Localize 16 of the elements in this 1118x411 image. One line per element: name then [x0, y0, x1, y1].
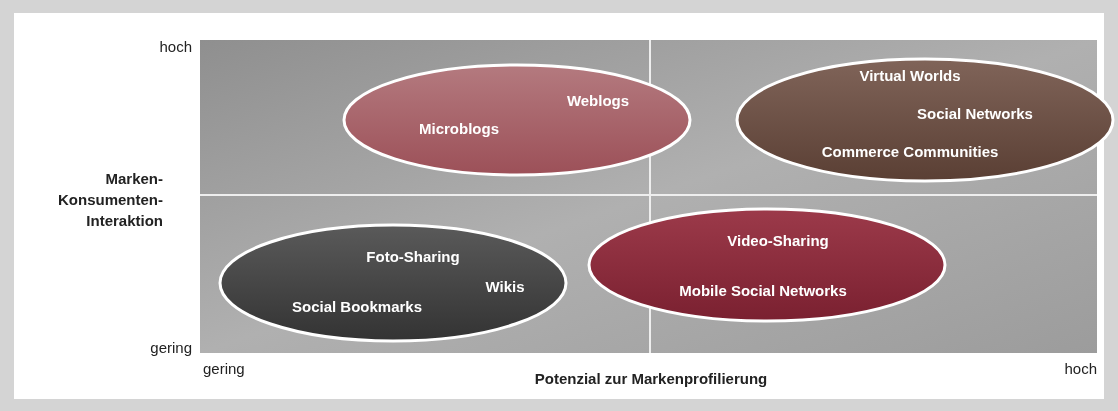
category-label: Social Networks — [917, 104, 1033, 122]
category-label: Weblogs — [566, 91, 630, 109]
category-label: Foto-Sharing — [366, 247, 460, 265]
category-label: Microblogs — [419, 119, 499, 137]
axis-title: Marken- Konsumenten- Interaktion — [57, 169, 163, 231]
category-label: Video-Sharing — [727, 231, 829, 249]
axis-title: Potenzial zur Markenprofilierung — [534, 370, 768, 387]
axis-tick-label: hoch — [1064, 360, 1097, 377]
category-label: Social Bookmarks — [291, 297, 423, 315]
category-label: Wikis — [485, 277, 525, 295]
axis-tick-label: gering — [203, 360, 245, 377]
category-label: Virtual Worlds — [859, 66, 961, 84]
axis-tick-label: gering — [150, 339, 192, 356]
category-label: Commerce Communities — [821, 142, 999, 160]
axis-tick-label: hoch — [159, 38, 192, 55]
category-label: Mobile Social Networks — [679, 281, 847, 299]
